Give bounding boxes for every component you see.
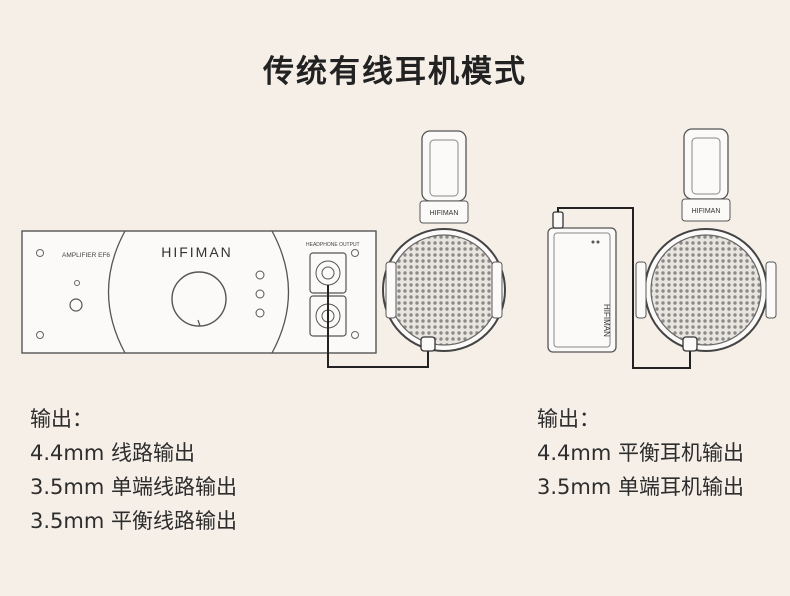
headphone-output-label: HEADPHONE OUTPUT <box>306 242 360 248</box>
left-headphone-brand: HIFIMAN <box>430 210 459 217</box>
portable-dac-device: HIFIMAN <box>547 211 617 353</box>
right-outputs-list: 输出： 4.4mm 平衡耳机输出 3.5mm 单端耳机输出 <box>537 402 744 504</box>
right-outputs-heading: 输出： <box>537 407 600 431</box>
volume-knob <box>171 271 227 327</box>
left-outputs-heading: 输出： <box>30 407 93 431</box>
list-item: 3.5mm 单端耳机输出 <box>537 475 744 499</box>
left-outputs-list: 输出： 4.4mm 线路输出 3.5mm 单端线路输出 3.5mm 平衡线路输出 <box>30 402 237 538</box>
right-headphone: HIFIMAN <box>635 128 777 352</box>
left-cable <box>327 285 429 368</box>
right-cable <box>557 207 691 369</box>
amplifier-model-label: AMPLIFIER EF6 <box>62 252 110 259</box>
list-item: 3.5mm 单端线路输出 <box>30 475 237 499</box>
list-item: 3.5mm 平衡线路输出 <box>30 509 237 533</box>
left-headphone: HIFIMAN <box>382 130 506 352</box>
right-headphone-brand: HIFIMAN <box>692 208 721 215</box>
list-item: 4.4mm 平衡耳机输出 <box>537 441 744 465</box>
page-title: 传统有线耳机模式 <box>263 54 527 90</box>
dac-brand-logo: HIFIMAN <box>602 304 611 337</box>
amplifier-device: AMPLIFIER EF6 HIFIMAN HEADPHONE OUTPUT <box>21 230 377 354</box>
amplifier-brand-logo: HIFIMAN <box>161 244 233 260</box>
list-item: 4.4mm 线路输出 <box>30 441 195 465</box>
